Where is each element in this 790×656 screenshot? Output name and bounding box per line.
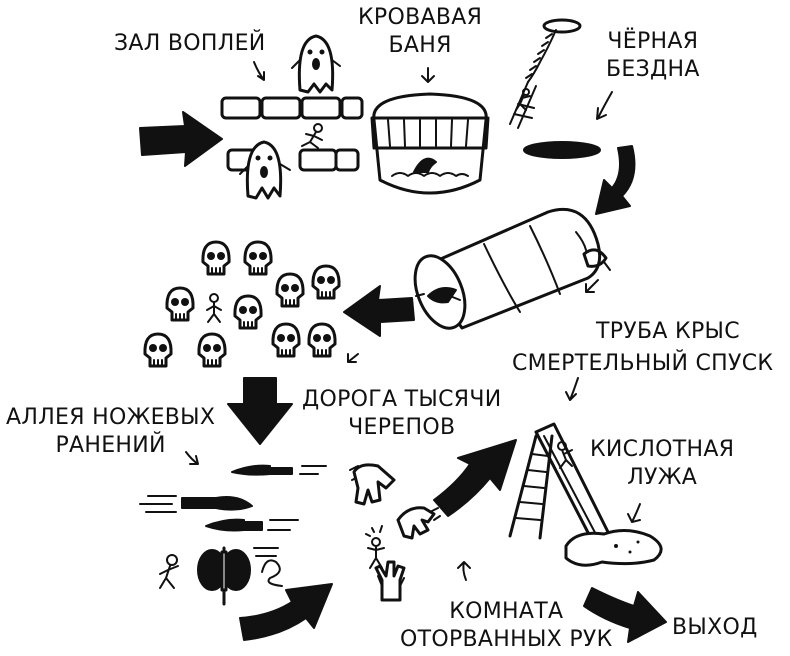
- bloody-bath-drawing: [370, 67, 490, 195]
- skull-icon: [201, 240, 231, 276]
- knife-alley-drawing: [139, 451, 327, 606]
- skull-icon: [197, 332, 227, 368]
- label-torn-hands: КОМНАТА ОТОРВАННЫХ РУК: [400, 599, 613, 652]
- label-acid-puddle: КИСЛОТНАЯ ЛУЖА: [590, 437, 735, 490]
- skull-icon: [311, 264, 341, 300]
- skulls-drawing: [143, 240, 341, 368]
- acid-puddle-drawing: [564, 503, 663, 567]
- exit-arrow: [583, 587, 667, 643]
- arrow-skulls-to-knives: [227, 353, 359, 445]
- black-abyss-drawing: [509, 18, 636, 215]
- label-bloody-bath: КРОВАВАЯ БАНЯ: [358, 5, 483, 58]
- skull-icon: [307, 322, 337, 358]
- arrow-knives-to-hands: [239, 583, 333, 641]
- skull-icon: [275, 272, 305, 308]
- skull-icon: [243, 240, 273, 276]
- arrow-pipe-to-skulls: [343, 285, 415, 337]
- hall-of-wails-drawing: [220, 34, 364, 200]
- label-black-abyss: ЧЁРНАЯ БЕЗДНА: [606, 29, 700, 82]
- label-hall-of-wails: ЗАЛ ВОПЛЕЙ: [114, 31, 266, 56]
- label-skulls-road: ДОРОГА ТЫСЯЧИ ЧЕРЕПОВ: [302, 387, 502, 440]
- label-rat-pipe: ТРУБА КРЫС: [596, 319, 740, 344]
- skull-icon: [165, 286, 195, 322]
- entry-arrow: [139, 111, 223, 167]
- label-knife-alley: АЛЛЕЯ НОЖЕВЫХ РАНЕНИЙ: [6, 405, 216, 458]
- skull-icon: [233, 294, 263, 330]
- label-deadly-descent: СМЕРТЕЛЬНЫЙ СПУСК: [512, 351, 774, 376]
- skull-icon: [271, 322, 301, 358]
- torn-hands-drawing: [349, 463, 471, 602]
- arrow-hands-to-slide: [433, 439, 517, 517]
- label-exit: ВЫХОД: [672, 615, 758, 640]
- rat-pipe-drawing: [413, 207, 611, 330]
- skull-icon: [143, 332, 173, 368]
- stick-figure-icon: [206, 293, 222, 323]
